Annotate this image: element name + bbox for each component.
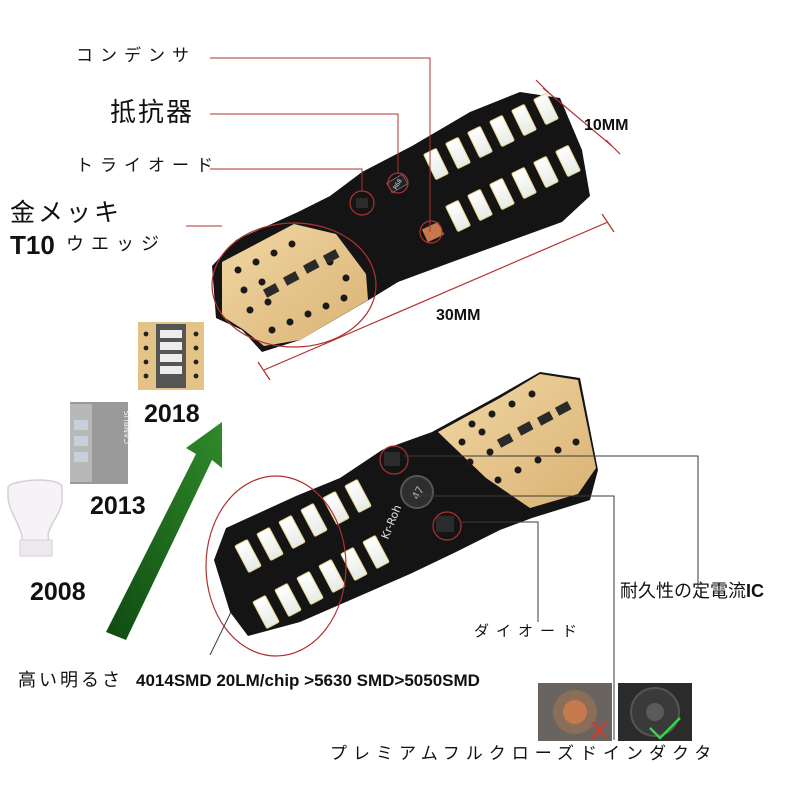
top-pad-resistors	[262, 249, 340, 298]
width-dimension-label: 10MM	[584, 117, 629, 134]
top-led-chip	[445, 137, 471, 169]
ic-callout-circle	[379, 445, 409, 475]
ic-code-mark: 47	[409, 484, 427, 502]
year-2013-label: 2013	[90, 492, 146, 520]
top-triode	[356, 198, 368, 208]
resistor-label: 抵抗器	[110, 98, 195, 128]
bulb-2008	[7, 479, 63, 557]
check-mark-icon	[649, 717, 681, 740]
brightness-label: 高い明るさ	[18, 670, 123, 691]
bulb-2018	[138, 322, 204, 390]
gold-plating-label: 金メッキ	[10, 198, 123, 227]
bottom-led-chip	[322, 491, 350, 525]
t10-label: T10	[10, 230, 55, 260]
top-led-chip	[511, 104, 537, 136]
progress-arrow	[106, 422, 222, 640]
gold-pad-callout-ellipse	[211, 222, 377, 348]
led-callout-ellipse	[205, 475, 347, 657]
durable-ic-prefix: 耐久性の定電流	[620, 581, 746, 602]
bottom-led-chip	[344, 479, 372, 513]
canbus-silkscreen: CANBUS	[123, 411, 132, 444]
year-2018-label: 2018	[144, 400, 200, 428]
bottom-bulb: 47 Kr-Roh	[205, 372, 598, 657]
top-led-chip	[511, 167, 537, 199]
top-bulb: R68	[211, 92, 590, 352]
wedge-label: ウエッジ	[66, 234, 166, 255]
durable-ic-label: 耐久性の定電流IC	[620, 582, 764, 601]
diode-callout-circle	[432, 511, 462, 541]
inductor-compare-bad	[538, 683, 612, 741]
top-led-chip	[467, 126, 493, 158]
top-led-chip	[445, 200, 471, 232]
bottom-led-chip	[340, 547, 368, 581]
bottom-led-chip	[296, 571, 324, 605]
top-led-chip	[467, 189, 493, 221]
capacitor-label: コンデンサ	[76, 46, 196, 66]
diode-label: ダイオード	[474, 622, 585, 640]
year-2008-label: 2008	[30, 578, 86, 606]
bottom-led-chip	[300, 503, 328, 537]
capacitor-callout-circle	[419, 220, 443, 244]
bottom-led-chip	[362, 535, 390, 569]
bottom-led-chip	[256, 527, 284, 561]
brightness-spec-label: 4014SMD 20LM/chip >5630 SMD>5050SMD	[136, 671, 480, 690]
bottom-led-chip	[234, 539, 262, 573]
triode-label: トライオード	[76, 156, 220, 176]
bottom-led-chip	[252, 595, 280, 629]
top-led-array	[423, 93, 581, 232]
bottom-inductor	[400, 475, 434, 509]
bottom-led-chip	[274, 583, 302, 617]
bottom-diode	[436, 516, 454, 532]
top-led-chip	[533, 156, 559, 188]
top-led-chip	[533, 93, 559, 125]
top-capacitor	[421, 221, 445, 243]
bulb-2013: CANBUS	[70, 402, 132, 484]
bottom-led-array	[234, 479, 390, 629]
top-led-chip	[555, 145, 581, 177]
resistor-code-mark: R68	[392, 177, 404, 190]
bottom-led-chip	[318, 559, 346, 593]
bottom-leader-lines	[209, 455, 699, 740]
cross-mark-icon	[591, 721, 607, 739]
bottom-ic	[384, 452, 400, 466]
top-leader-lines	[186, 57, 431, 232]
durable-ic-suffix: IC	[746, 581, 764, 601]
inductor-compare-good	[618, 683, 692, 741]
length-dimension-label: 30MM	[436, 307, 481, 324]
inductor-label: プレミアムフルクローズドインダクタ	[330, 744, 718, 764]
dimension-lines	[257, 79, 621, 381]
bottom-pad-resistors	[496, 401, 572, 448]
top-led-chip	[489, 178, 515, 210]
top-led-chip	[489, 115, 515, 147]
bottom-led-chip	[278, 515, 306, 549]
bottom-pad-holes	[458, 390, 580, 484]
